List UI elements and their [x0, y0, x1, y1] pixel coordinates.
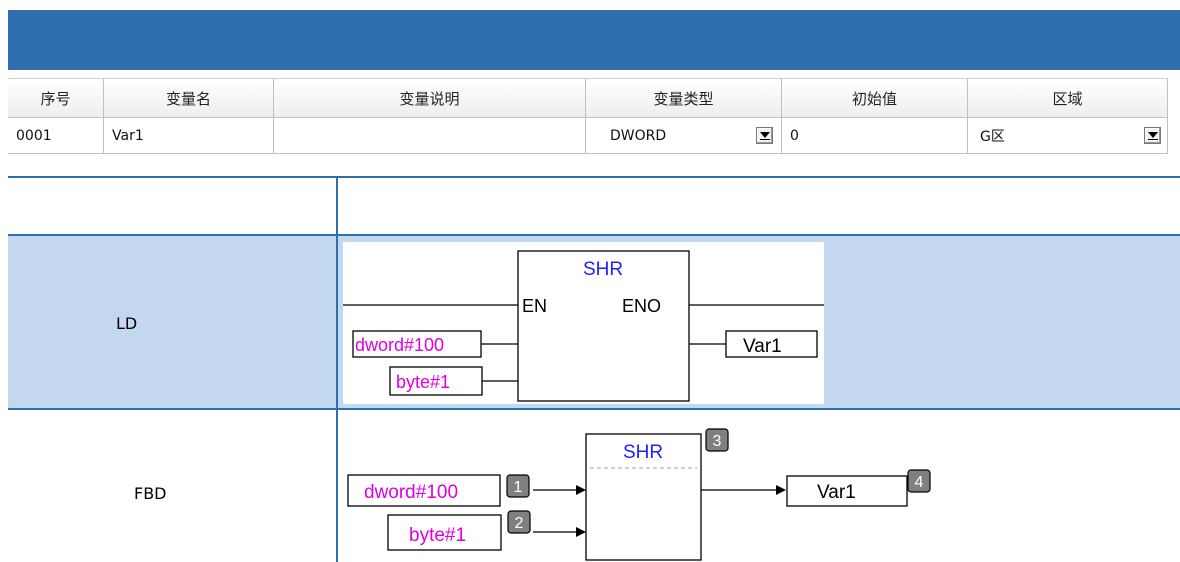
ld-block-title: SHR	[583, 259, 623, 280]
cell-description[interactable]	[274, 118, 586, 154]
fbd-input2-box	[387, 514, 502, 551]
area-value: G区	[980, 128, 1005, 145]
ld-output-box	[725, 330, 818, 358]
ld-eno-pin: ENO	[622, 296, 661, 316]
fbd-badge-1-label: 1	[514, 479, 523, 496]
fbd-badge-4-label: 4	[915, 474, 924, 491]
fbd-badge-1	[506, 474, 530, 498]
fbd-badge-2	[507, 510, 531, 534]
ld-input1: dword#100	[355, 335, 444, 355]
row-divider	[8, 234, 1180, 236]
row-divider	[8, 176, 1180, 178]
fbd-input1-arrow-icon	[576, 485, 586, 495]
header-type[interactable]: 变量类型	[586, 78, 782, 118]
header-index[interactable]: 序号	[8, 78, 104, 118]
fbd-block-title: SHR	[623, 442, 663, 463]
title-bar	[8, 10, 1180, 70]
column-divider	[336, 236, 338, 408]
type-value: DWORD	[610, 127, 667, 144]
header-description[interactable]: 变量说明	[274, 78, 586, 118]
header-area[interactable]: 区域	[968, 78, 1168, 118]
ld-input2: byte#1	[396, 372, 450, 392]
cell-area-select[interactable]: G区	[968, 118, 1168, 154]
fbd-shr-block	[585, 433, 702, 561]
cell-initial-value[interactable]: 0	[782, 118, 968, 154]
fbd-output-box	[786, 475, 908, 507]
fbd-input2-arrow-icon	[576, 527, 586, 537]
fbd-badge-3	[705, 428, 729, 452]
type-dropdown-icon[interactable]	[756, 127, 773, 144]
fbd-row-label: FBD	[134, 484, 167, 503]
ld-input2-box	[389, 366, 483, 396]
fbd-output: Var1	[817, 482, 856, 503]
ld-output: Var1	[743, 336, 782, 357]
ld-shr-block	[517, 250, 690, 402]
fbd-input1: dword#100	[364, 482, 458, 503]
variable-table: 序号 变量名 变量说明 变量类型 初始值 区域 0001 Var1 DWORD …	[8, 70, 1168, 176]
header-initial-value[interactable]: 初始值	[782, 78, 968, 118]
fbd-input2: byte#1	[409, 525, 466, 546]
cell-type-select[interactable]: DWORD	[586, 118, 782, 154]
cell-index[interactable]: 0001	[8, 118, 104, 154]
fbd-badge-4	[907, 469, 931, 493]
fbd-diagram: SHR 3 dword#100 1 byte#1 2 Var1 4	[343, 424, 963, 562]
area-dropdown-icon[interactable]	[1144, 127, 1161, 144]
fbd-badge-3-label: 3	[713, 433, 722, 450]
header-name[interactable]: 变量名	[104, 78, 274, 118]
ld-diagram: SHR EN ENO dword#100 byte#1 Var1	[343, 242, 824, 404]
fbd-input1-box	[347, 474, 501, 507]
ld-row-label: LD	[116, 314, 138, 333]
fbd-output-arrow-icon	[776, 485, 786, 495]
cell-name[interactable]: Var1	[104, 118, 274, 154]
fbd-badge-2-label: 2	[515, 515, 524, 532]
row-divider	[8, 408, 1180, 410]
ld-en-pin: EN	[522, 296, 547, 316]
